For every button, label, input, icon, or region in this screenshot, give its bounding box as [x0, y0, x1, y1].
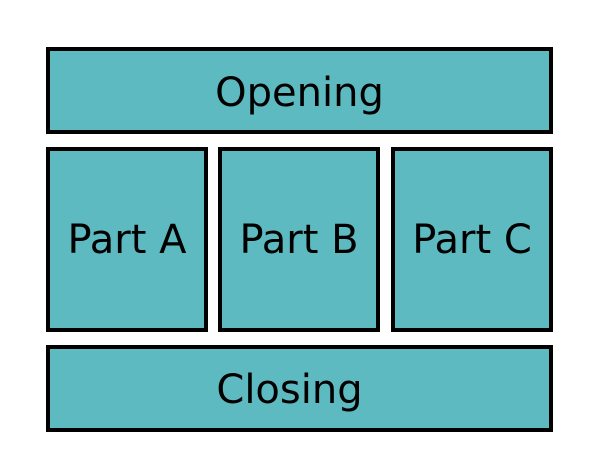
closing-label: Closing — [216, 366, 363, 413]
part-c-label: Part C — [412, 216, 532, 263]
part-a-block: Part A — [46, 147, 208, 332]
opening-block: Opening — [46, 47, 553, 134]
part-c-block: Part C — [391, 147, 553, 332]
part-b-label: Part B — [239, 216, 359, 263]
closing-block: Closing — [46, 345, 553, 432]
part-a-label: Part A — [67, 216, 187, 263]
part-b-block: Part B — [218, 147, 380, 332]
opening-label: Opening — [215, 69, 384, 116]
